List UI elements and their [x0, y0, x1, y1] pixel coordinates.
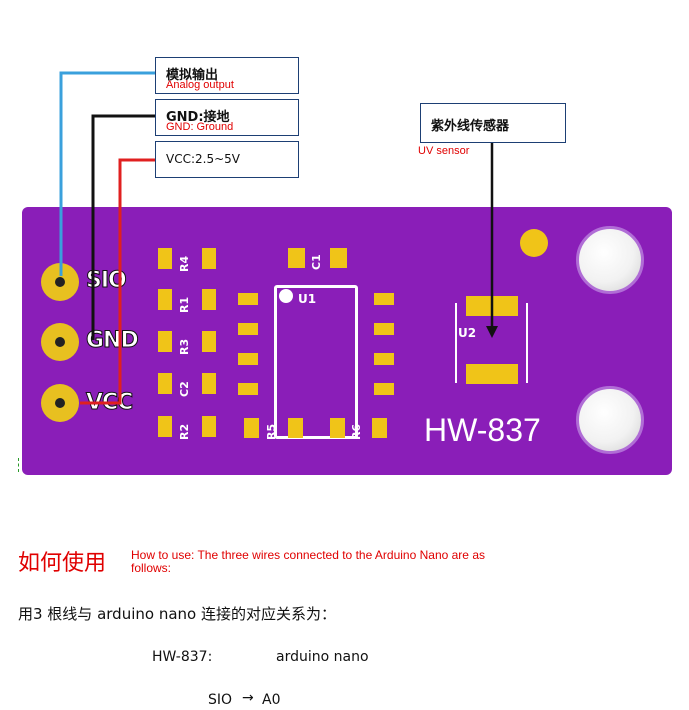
- pad-c1-b: [330, 248, 347, 268]
- pad-r3-b: [202, 331, 216, 352]
- mapping-arduino-pin: A0: [262, 692, 281, 708]
- pin-label-vcc: VCC: [85, 390, 133, 416]
- mapping-board-pin: SIO: [208, 692, 233, 708]
- uv-sensor-label-cn: 紫外线传感器: [431, 119, 510, 134]
- gnd-label-box: GND:接地 GND: Ground: [155, 99, 299, 136]
- howto-instruction: 用3 根线与 arduino nano 连接的对应关系为：: [18, 605, 336, 623]
- pin-hole-gnd: [41, 323, 79, 361]
- table-header-arduino: arduino nano: [276, 649, 369, 665]
- mounting-hole-bottom: [576, 386, 644, 454]
- pad-r5-b: [288, 418, 303, 438]
- pin-label-sio: SIO: [86, 268, 128, 294]
- silk-c2: C2: [178, 381, 191, 397]
- silk-r1: R1: [178, 296, 191, 313]
- mounting-hole-top: [576, 226, 644, 294]
- pad-r4: [158, 248, 172, 269]
- howto-title-en: How to use: The three wires connected to…: [131, 548, 485, 575]
- analog-output-label-box: 模拟输出 Analog output: [155, 57, 299, 94]
- pin-hole-vcc: [41, 384, 79, 422]
- pad-r6: [330, 418, 345, 438]
- pad-c2: [158, 373, 172, 394]
- mapping-arrow-icon: →: [242, 690, 254, 706]
- pad-r5: [244, 418, 259, 438]
- table-header-board: HW-837:: [152, 649, 213, 665]
- howto-title-cn: 如何使用: [18, 551, 107, 576]
- u1-pin1-dot: [279, 289, 293, 303]
- pin-label-gnd: GND: [86, 328, 140, 354]
- fiducial-dot: [520, 229, 548, 257]
- gnd-label-en: GND: Ground: [166, 121, 234, 133]
- pad-r4-b: [202, 248, 216, 269]
- u1-pad-r4: [374, 383, 394, 395]
- u1-pad-r2: [374, 323, 394, 335]
- silk-u1: U1: [298, 292, 317, 306]
- pad-r3: [158, 331, 172, 352]
- pin-hole-sio: [41, 263, 79, 301]
- pad-r2: [158, 416, 172, 437]
- gnd-label-cn: GND:接地: [166, 110, 230, 125]
- pad-c2-b: [202, 373, 216, 394]
- analog-output-label-cn: 模拟输出: [166, 68, 219, 83]
- silk-r6: R6: [350, 423, 363, 440]
- pad-r1: [158, 289, 172, 310]
- pad-r6-b: [372, 418, 387, 438]
- silk-u2: U2: [458, 326, 477, 340]
- u2-outline-right: [526, 303, 528, 383]
- u1-chip-outline: [274, 285, 358, 439]
- uv-sensor-label-en: UV sensor: [418, 145, 470, 157]
- u1-pad-r1: [374, 293, 394, 305]
- vcc-label-box: VCC:2.5~5V: [155, 141, 299, 178]
- board-model-label: HW-837: [424, 412, 541, 448]
- silk-r2: R2: [178, 423, 191, 440]
- u1-pad-l3: [238, 353, 258, 365]
- silk-c1: C1: [310, 254, 323, 270]
- silk-r4: R4: [178, 255, 191, 272]
- uv-sensor-label-box: 紫外线传感器: [420, 103, 566, 143]
- pad-r1-b: [202, 289, 216, 310]
- u2-pad-top: [466, 296, 518, 316]
- vcc-label-cn: VCC:2.5~5V: [166, 152, 240, 166]
- u1-pad-l4: [238, 383, 258, 395]
- pad-r2-b: [202, 416, 216, 437]
- pad-c1: [288, 248, 305, 268]
- analog-output-label-en: Analog output: [166, 79, 234, 91]
- u2-pad-bottom: [466, 364, 518, 384]
- u2-outline-left: [455, 303, 457, 383]
- u1-pad-l1: [238, 293, 258, 305]
- silk-r3: R3: [178, 338, 191, 355]
- u1-pad-r3: [374, 353, 394, 365]
- board-corner-mark: [18, 458, 25, 472]
- silk-r5: R5: [265, 423, 278, 440]
- u1-pad-l2: [238, 323, 258, 335]
